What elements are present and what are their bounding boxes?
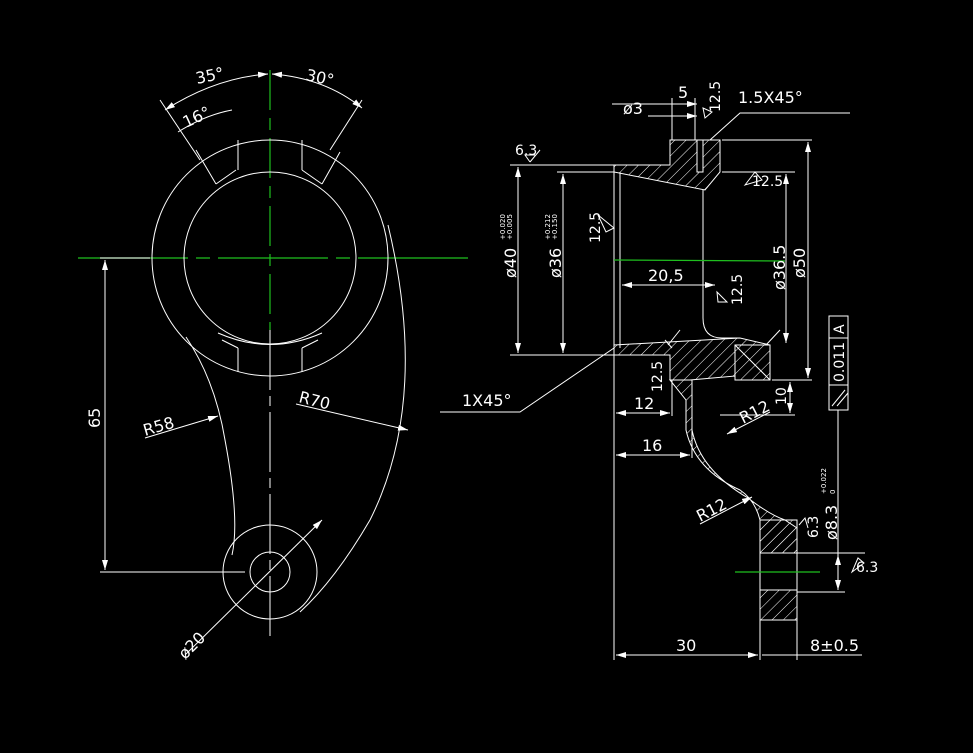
dia36-tol-upper: +0.212	[544, 214, 552, 240]
boss-hole-circle	[249, 551, 291, 593]
rough-arm-text: 6.3	[806, 516, 822, 538]
front-view: 65 35° 30° 16° R58 R70 ø20	[78, 63, 468, 663]
dia36-text: ø36	[546, 248, 565, 278]
angle-16-text: 16°	[180, 102, 214, 131]
r70-arc	[299, 224, 406, 613]
rough-left-symbol	[524, 149, 541, 163]
bottom-slot	[217, 332, 323, 372]
dim-12-text: 12	[634, 394, 654, 413]
dim-20-5-text: 20,5	[648, 266, 684, 285]
dim-10-text: 10	[774, 387, 790, 405]
dia8-3-tol-upper: +0.022	[820, 468, 828, 494]
rough-right-text: 12.5	[752, 174, 783, 190]
angle-35-text: 35°	[194, 63, 226, 87]
rough-flange-text: 12.5	[650, 361, 666, 392]
oil-hole	[696, 139, 704, 173]
angle-16-arc	[177, 109, 233, 133]
rough-bore-symbol	[597, 214, 615, 233]
r70-text: R70	[297, 387, 332, 413]
angle-ext-right	[329, 99, 363, 151]
bore-centerline	[613, 259, 786, 262]
dia36-tol-lower: +0.150	[551, 214, 559, 240]
dia3-text: ø3	[623, 99, 643, 118]
r12-upper-text: R12	[736, 396, 773, 427]
dia8-3-tol-lower: 0	[829, 490, 837, 494]
parallelism-icon-b	[836, 392, 849, 407]
chamfer-bottom-text: 1X45°	[462, 391, 512, 410]
r12-upper-leader	[726, 411, 771, 435]
dim-16-text: 16	[642, 436, 662, 455]
dim-65-text: 65	[85, 408, 104, 428]
arm-lower-end	[759, 589, 798, 621]
tolerance-value: 0.011	[832, 342, 848, 382]
dia50-text: ø50	[790, 248, 809, 278]
dim-8-text: 8±0.5	[810, 636, 859, 655]
chamfer-top-leader	[709, 112, 850, 141]
r12-lower-text: R12	[693, 494, 730, 525]
rough-right-symbol	[743, 171, 763, 186]
dia8-3-text: ø8.3	[822, 505, 841, 540]
r58-arc	[185, 336, 236, 556]
chamfer-bottom-leader	[440, 347, 615, 413]
dia40-tol-lower: +0.005	[506, 214, 514, 240]
rough-top-symbol	[702, 107, 713, 119]
chamfer-top-text: 1.5X45°	[738, 88, 803, 107]
r58-text: R58	[141, 413, 177, 440]
bottom-flange-section	[613, 337, 771, 381]
rough-hole-symbol	[850, 557, 865, 574]
rough-arm-symbol	[798, 516, 809, 529]
angle-30-text: 30°	[304, 65, 336, 89]
arm-upper-end	[759, 519, 798, 554]
dim-5-text: 5	[678, 83, 688, 102]
dia40-tol-upper: +0.020	[499, 214, 507, 240]
flange-edge	[734, 344, 771, 381]
rough-hole-text: 6.3	[856, 560, 878, 576]
dia36-5-text: ø36.5	[770, 245, 789, 290]
hub-outer-circle	[151, 139, 389, 377]
rough-mid-text: 12.5	[730, 274, 746, 305]
angle-ext-left	[159, 99, 201, 161]
top-flange-section	[613, 139, 721, 191]
r12-lower-leader	[699, 496, 753, 525]
section-view: ø40 +0.020 +0.005 ø36 +0.212 +0.150 12.5…	[440, 81, 878, 660]
top-slot	[195, 140, 341, 185]
dia40-text: ø40	[501, 248, 520, 278]
rough-top-text: 12.5	[708, 81, 724, 112]
rough-flange-symbols	[664, 329, 781, 349]
dia20-text: ø20	[174, 628, 209, 663]
rough-bore-text: 12.5	[588, 212, 604, 243]
rough-mid-symbol	[716, 290, 729, 303]
r58-leader	[144, 415, 219, 439]
r70-leader	[295, 403, 409, 431]
angle-30-arc	[271, 71, 363, 109]
angle-35-arc	[164, 71, 269, 111]
dim-30-text: 30	[676, 636, 696, 655]
parallelism-icon	[831, 389, 846, 407]
dia20-leader	[184, 519, 323, 656]
bore-right-wall	[702, 190, 740, 339]
datum-label: A	[832, 324, 848, 334]
